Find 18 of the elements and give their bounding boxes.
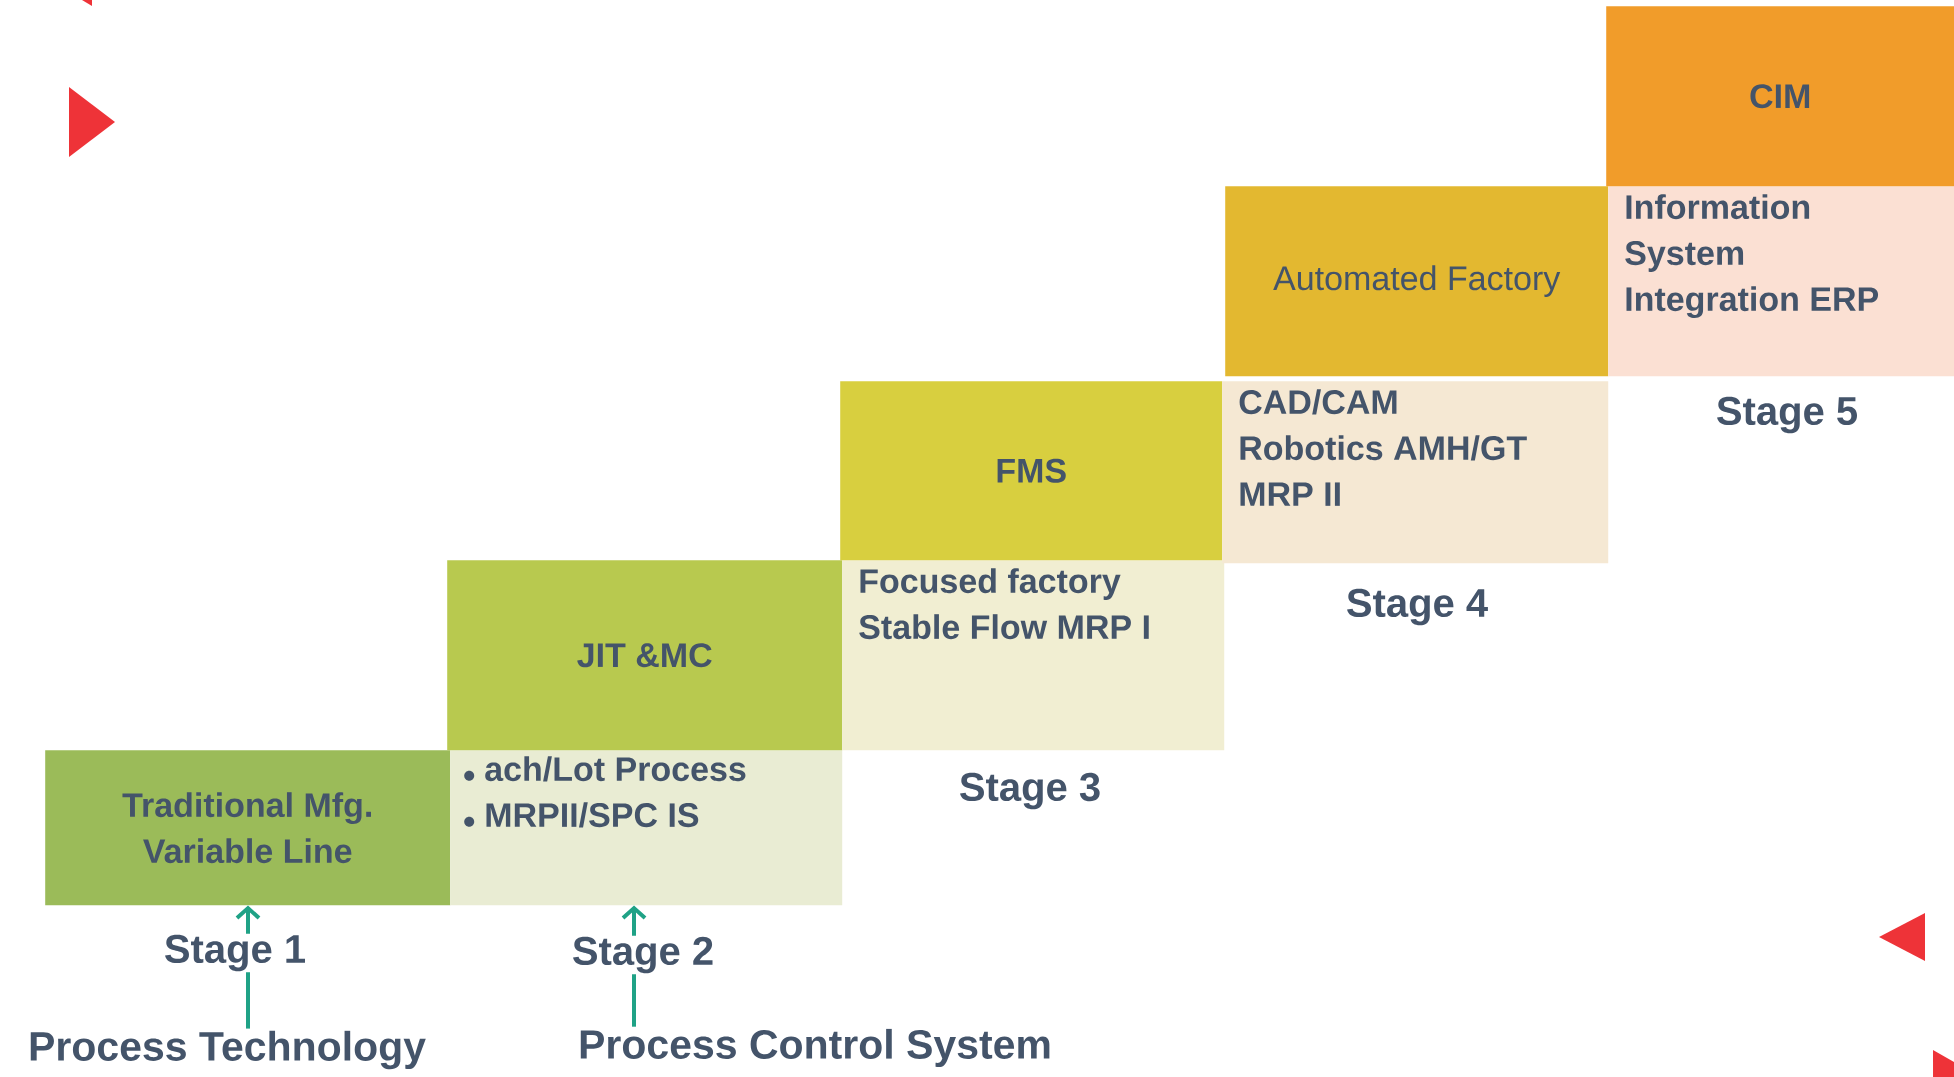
- stage-box: ach/Lot Process MRPII/SPC IS: [450, 750, 843, 906]
- process-label: Process Control System: [580, 1028, 1050, 1068]
- process-label: Process Technology: [30, 1030, 426, 1070]
- stage-box: CAD/CAM Robotics AMH/GT MRP II: [1222, 381, 1609, 564]
- stage-box: Focused factory Stable Flow MRP I: [842, 560, 1225, 751]
- stage-label: Stage 4: [1344, 587, 1490, 627]
- arrow: [235, 905, 261, 920]
- stage-label: Stage 2: [570, 935, 716, 975]
- stage-box: JIT &MC: [447, 560, 843, 751]
- stage-box: CIM: [1606, 6, 1954, 187]
- stage-label: Stage 1: [162, 933, 308, 973]
- stage-box: Traditional Mfg. Variable Line: [45, 750, 451, 906]
- arrow: [621, 905, 647, 920]
- stage-label: Stage 3: [957, 771, 1103, 811]
- stage-box: FMS: [840, 381, 1223, 561]
- stage-label: Stage 5: [1714, 395, 1860, 435]
- stage-box: Automated Factory: [1225, 186, 1609, 377]
- stage-box: Information System Integration ERP: [1608, 186, 1954, 377]
